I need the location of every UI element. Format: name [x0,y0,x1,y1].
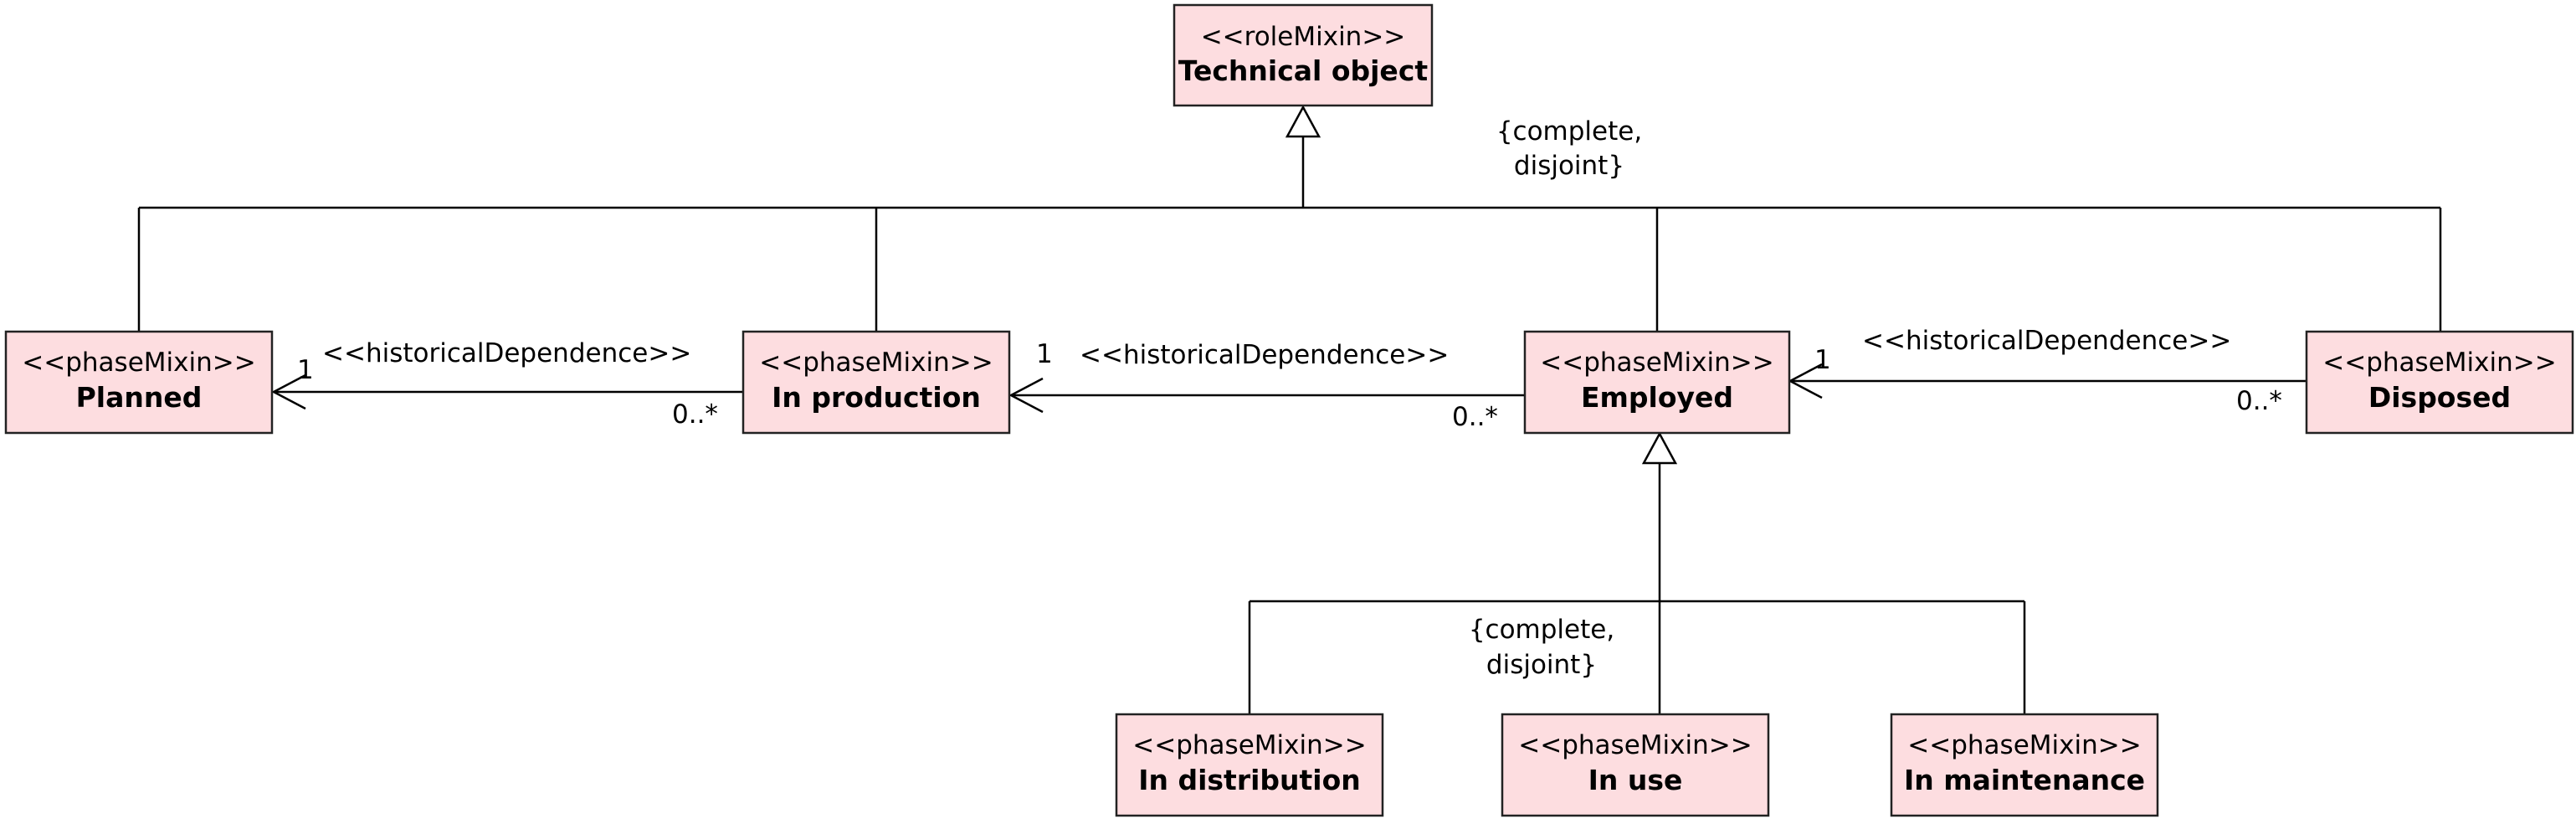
stereotype-label: <<phaseMixin>> [1518,730,1752,760]
class-in-distribution[interactable]: <<phaseMixin>> In distribution [1115,713,1384,817]
generalization-arrow-technical-object [1285,105,1321,138]
stereotype-label: <<phaseMixin>> [1907,730,2141,760]
class-name: In distribution [1138,764,1361,796]
open-arrowhead [1008,377,1044,414]
class-name: In production [772,381,981,414]
stereotype-label: <<phaseMixin>> [759,348,993,378]
generalization-set-employed-line1: {complete, [1469,615,1614,645]
class-name: Planned [76,381,203,414]
stereotype-label: <<phaseMixin>> [1132,730,1366,760]
dependency-disposed-to-employed [1788,363,2307,399]
class-name: Employed [1581,381,1733,414]
class-in-maintenance[interactable]: <<phaseMixin>> In maintenance [1890,713,2159,817]
dependency-3-label: <<historicalDependence>> [1862,326,2231,356]
class-employed[interactable]: <<phaseMixin>> Employed [1523,330,1791,435]
stereotype-label: <<phaseMixin>> [1540,348,1773,378]
dependency-in-production-to-planned [271,373,743,410]
class-disposed[interactable]: <<phaseMixin>> Disposed [2305,330,2574,435]
generalization-arrow-employed [1641,431,1678,465]
generalization-set-employed-line2: disjoint} [1486,650,1597,680]
class-in-production[interactable]: <<phaseMixin>> In production [741,330,1011,435]
dependency-1-label: <<historicalDependence>> [322,338,691,368]
class-technical-object[interactable]: <<roleMixin>> Technical object [1173,3,1434,107]
dependency-3-target-multiplicity: 1 [1814,345,1831,375]
class-planned[interactable]: <<phaseMixin>> Planned [4,330,274,435]
dependency-2-source-multiplicity: 0..* [1452,402,1498,432]
class-name: Technical object [1178,54,1429,87]
dependency-2-label: <<historicalDependence>> [1080,340,1449,370]
dependency-employed-to-in-production [1008,377,1525,414]
employed-generalization [1248,431,2026,714]
top-generalization [137,105,2442,332]
dependency-2-target-multiplicity: 1 [1036,339,1053,369]
generalization-set-top-line1: {complete, [1496,116,1642,147]
dependency-3-source-multiplicity: 0..* [2236,386,2282,416]
generalization-set-top-line2: disjoint} [1514,151,1624,181]
class-name: In use [1588,764,1683,796]
open-arrowhead [271,373,306,410]
dependency-1-target-multiplicity: 1 [297,355,314,385]
class-name: In maintenance [1904,764,2145,796]
stereotype-label: <<phaseMixin>> [2322,348,2556,378]
stereotype-label: <<phaseMixin>> [22,348,255,378]
class-in-use[interactable]: <<phaseMixin>> In use [1501,713,1770,817]
stereotype-label: <<roleMixin>> [1201,22,1406,52]
dependency-1-source-multiplicity: 0..* [672,399,718,430]
class-name: Disposed [2368,381,2511,414]
